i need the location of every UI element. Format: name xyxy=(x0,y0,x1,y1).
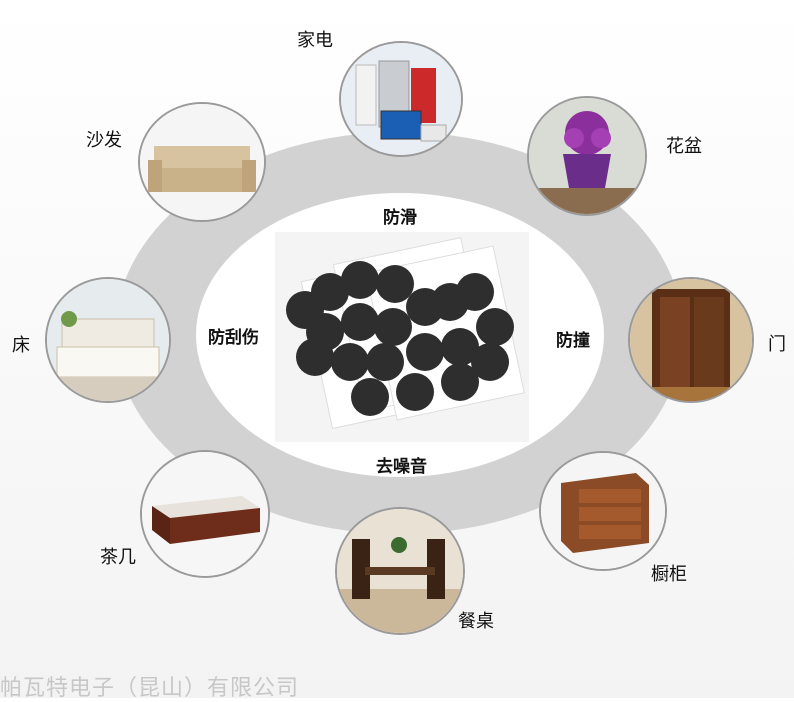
flowerpot-label: 花盆 xyxy=(666,136,702,157)
felt-pad xyxy=(351,378,389,416)
felt-pad xyxy=(311,273,349,311)
anti-collision-label: 防撞 xyxy=(556,331,590,351)
anti-scratch-label: 防刮伤 xyxy=(208,328,259,348)
felt-pad xyxy=(476,308,514,346)
door-photo xyxy=(628,277,754,403)
felt-pad xyxy=(341,303,379,341)
bed-photo xyxy=(45,277,171,403)
felt-pads-product-image xyxy=(275,232,529,442)
sofa-label: 沙发 xyxy=(86,130,122,151)
felt-pad xyxy=(331,343,369,381)
dining-table-photo xyxy=(335,507,465,635)
appliances-label: 家电 xyxy=(297,30,333,51)
felt-pad xyxy=(296,338,334,376)
door-label: 门 xyxy=(768,334,786,355)
cabinet-label: 橱柜 xyxy=(651,564,687,585)
felt-pad xyxy=(376,265,414,303)
felt-pad xyxy=(441,328,479,366)
noise-reduction-label: 去噪音 xyxy=(376,457,427,477)
cabinet-photo xyxy=(539,451,667,571)
dining-table-label: 餐桌 xyxy=(458,611,494,632)
felt-pad xyxy=(341,261,379,299)
tea-table-label: 茶几 xyxy=(100,547,136,568)
tea-table-photo xyxy=(140,450,270,578)
felt-pad xyxy=(456,273,494,311)
felt-pad xyxy=(441,363,479,401)
felt-pad xyxy=(366,343,404,381)
bed-label: 床 xyxy=(12,335,30,356)
company-watermark: 帕瓦特电子（昆山）有限公司 xyxy=(0,676,300,701)
felt-pad xyxy=(471,343,509,381)
felt-pad xyxy=(396,373,434,411)
appliances-photo xyxy=(339,41,463,157)
flowerpot-photo xyxy=(527,96,647,216)
felt-pad xyxy=(374,308,412,346)
felt-pad xyxy=(406,333,444,371)
anti-slip-label: 防滑 xyxy=(383,208,417,228)
sofa-photo xyxy=(138,102,266,222)
